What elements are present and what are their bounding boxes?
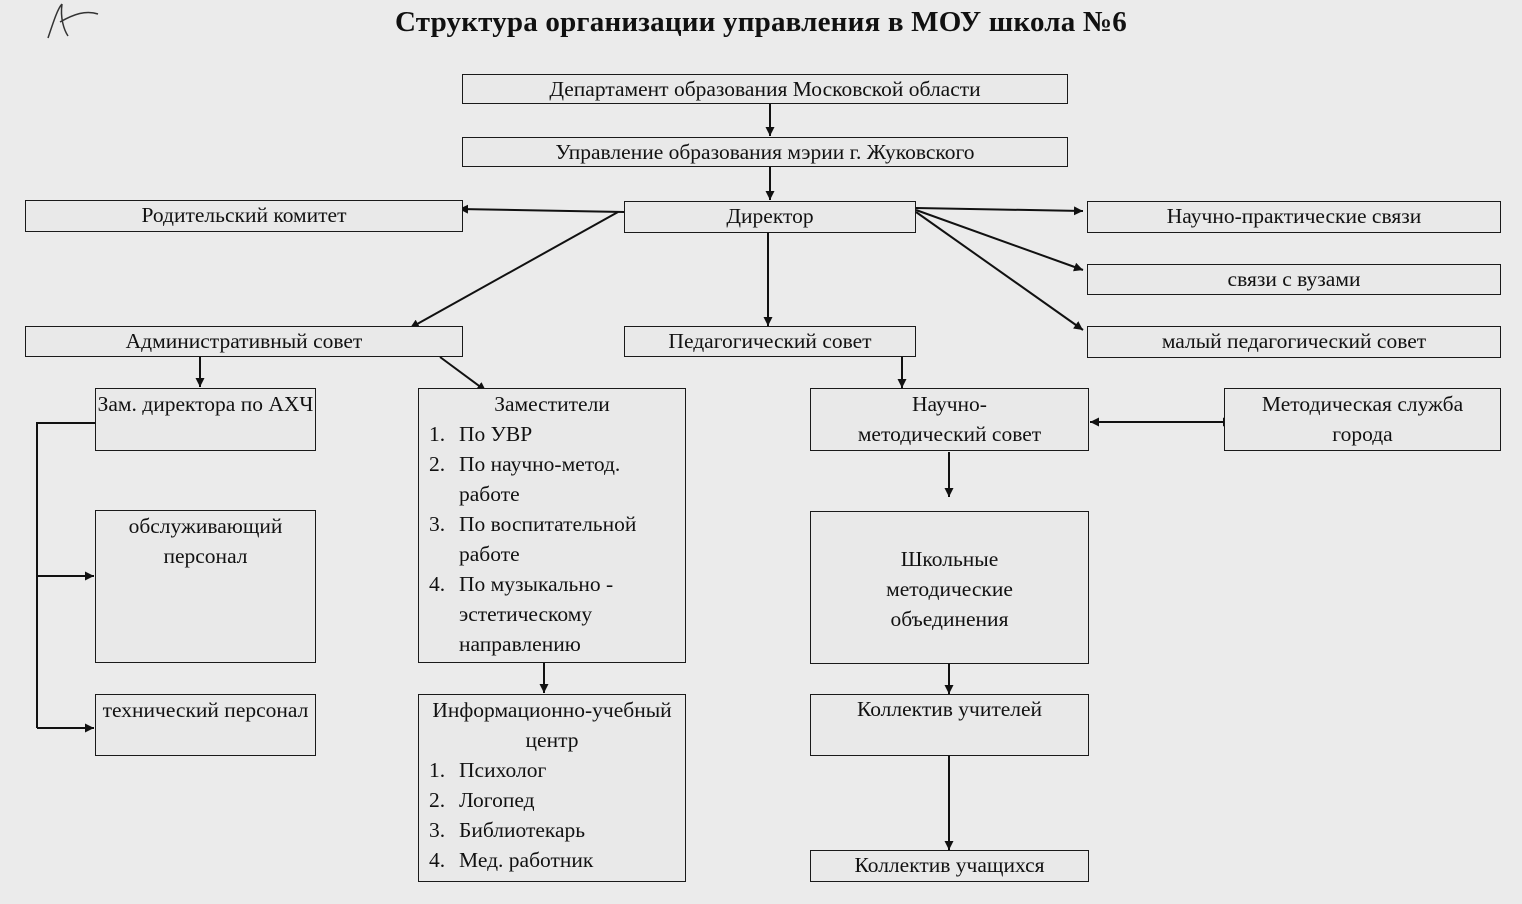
node-university-links: связи с вузами [1087,264,1501,295]
node-label: Школьные методические объединения [886,547,1013,631]
list-item: 2.По научно-метод. работе [429,452,621,506]
node-small-ped-council: малый педагогический совет [1087,326,1501,358]
node-label: Коллектив учащихся [854,853,1045,877]
node-deputy-ahch: Зам. директора по АХЧ [95,388,316,451]
node-label: обслуживающий персонал [128,514,283,568]
arrow-director-to-university-links [915,209,1084,272]
node-label: малый педагогический совет [1161,329,1427,353]
node-sci-method-council: Научно-методический совет [810,388,1089,451]
arrow-admin-council-to-deputies [439,356,487,392]
arrow-director-to-admin-council [409,211,619,329]
line-deputy-ahch-bracket [36,422,95,728]
handwritten-mark [47,3,99,39]
node-city-office: Управление образования мэрии г. Жуковско… [462,137,1068,167]
info-center-list: 1.Психолог 2.Логопед 3.Библиотекарь 4.Ме… [419,755,685,875]
list-item: 1.По УВР [429,422,533,446]
node-ped-council: Педагогический совет [624,326,916,357]
node-label: Методическая служба города [1261,392,1464,446]
node-label: Директор [726,204,814,228]
node-label: Управление образования мэрии г. Жуковско… [555,140,975,164]
node-title: Заместители [494,392,610,416]
node-city-method-service: Методическая служба города [1224,388,1501,451]
node-deputies: Заместители 1.По УВР 2.По научно-метод. … [418,388,686,663]
arrow-director-to-scientific-links [915,206,1084,216]
node-admin-council: Административный совет [25,326,463,357]
list-item: 1.Психолог [429,758,547,782]
list-item: 3.Библиотекарь [429,818,586,842]
node-parent-committee: Родительский комитет [25,200,463,232]
list-item: 3.По воспитательной работе [429,512,637,566]
node-scientific-links: Научно-практические связи [1087,201,1501,233]
node-label: Административный совет [125,329,363,353]
list-item: 4.Мед. работник [429,848,594,872]
list-item: 4.По музыкально - эстетическому направле… [429,572,614,656]
node-label: Педагогический совет [668,329,872,353]
node-label: Зам. директора по АХЧ [97,392,314,416]
node-label: Научно-методический совет [857,392,1042,446]
arrow-director-to-parent-committee [458,204,625,214]
node-label: технический персонал [102,698,309,722]
node-label: Коллектив учителей [856,697,1043,721]
node-label: Департамент образования Московской облас… [549,77,981,101]
diagram-title: Структура организации управления в МОУ ш… [395,6,1127,38]
node-department: Департамент образования Московской облас… [462,74,1068,104]
node-students: Коллектив учащихся [810,850,1089,882]
deputies-list: 1.По УВР 2.По научно-метод. работе 3.По … [419,419,685,659]
node-label: Родительский комитет [141,203,347,227]
list-item: 2.Логопед [429,788,535,812]
node-title: Информационно-учебный центр [432,698,672,752]
node-teachers: Коллектив учителей [810,694,1089,756]
node-tech-staff: технический персонал [95,694,316,756]
node-label: связи с вузами [1227,267,1361,291]
node-school-method-units: Школьные методические объединения [810,511,1089,664]
node-service-staff: обслуживающий персонал [95,510,316,663]
node-label: Научно-практические связи [1166,204,1422,228]
node-info-center: Информационно-учебный центр 1.Психолог 2… [418,694,686,882]
node-director: Директор [624,201,916,233]
arrow-director-to-small-ped-council [915,211,1084,331]
